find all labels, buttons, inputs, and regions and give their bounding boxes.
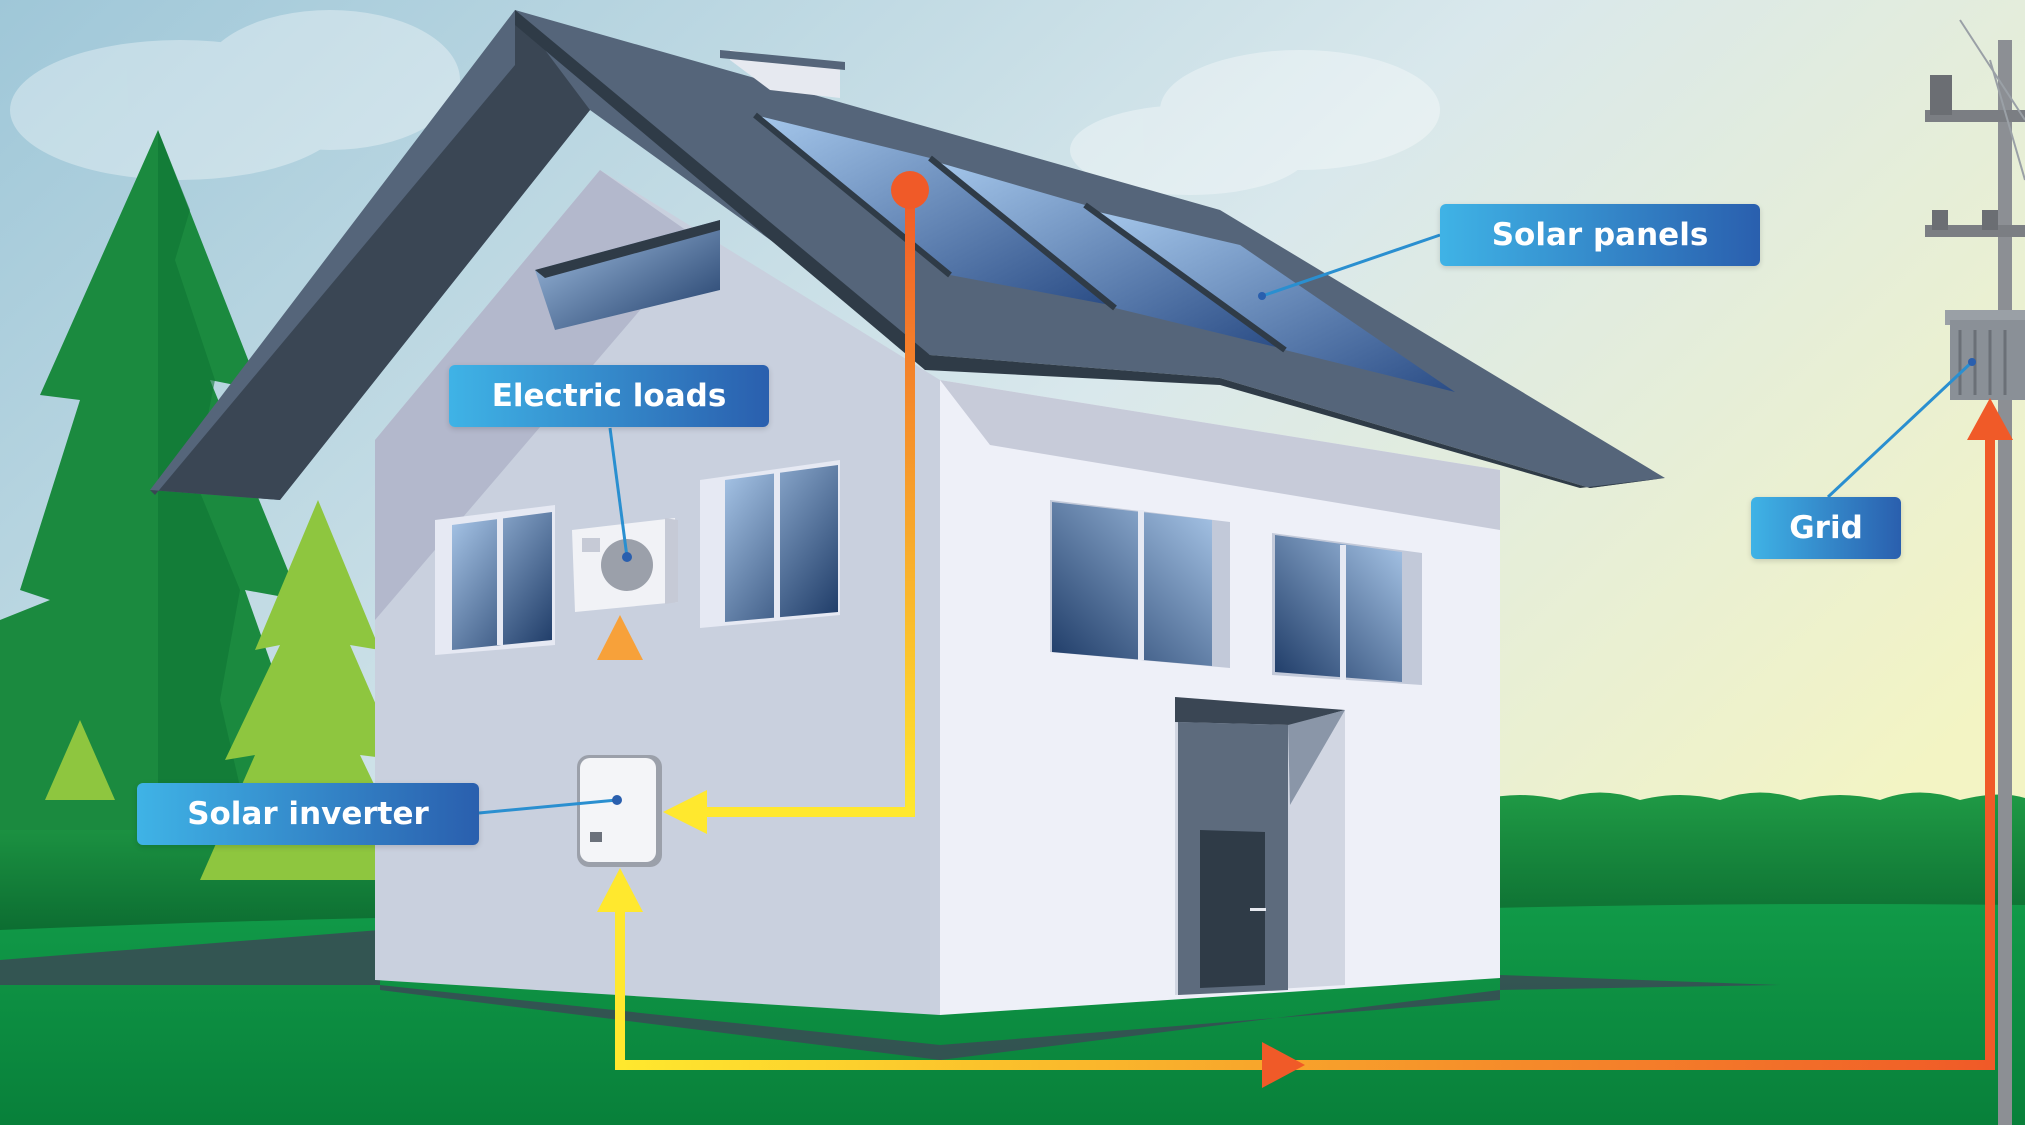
clouds [10,10,1440,195]
label-electric-loads: Electric loads [449,365,769,427]
entrance [1175,697,1345,995]
energy-flows [597,171,2013,1088]
leader-dots [612,292,1976,805]
window-middle [700,460,840,628]
arrow-into-loads [597,615,643,660]
label-solar-panels: Solar panels [1440,204,1760,266]
leader-lines [478,233,1974,815]
arrow-into-inverter-bottom [597,868,643,912]
hedge-right [1480,792,2025,940]
eave-shade [940,380,1500,530]
chimney-cap [720,50,845,70]
label-grid: Grid [1751,497,1901,559]
leader-grid [1826,360,1974,499]
panel-connection-dot [891,171,929,209]
chimney [730,50,840,98]
label-solar-inverter: Solar inverter [137,783,479,845]
ac-unit-icon [572,518,678,612]
roof-edge [150,10,590,500]
leader-solar-inverter [478,798,618,815]
arrow-into-grid [1967,398,2013,440]
leader-solar-panels [1261,233,1441,298]
flow-panels-to-inverter [700,190,915,817]
attic-window-frame [535,220,720,278]
window-side-2 [1272,533,1422,685]
window-side-1 [1050,500,1230,668]
utility-pole-icon [1925,19,2025,1125]
attic-window [535,220,720,330]
solar-panel-array [753,112,1455,392]
arrow-into-inverter [663,790,707,834]
solar-inverter-icon [577,755,662,867]
leader-electric-loads [608,427,629,558]
arrow-towards-grid [1262,1042,1305,1088]
window-left [435,505,555,655]
